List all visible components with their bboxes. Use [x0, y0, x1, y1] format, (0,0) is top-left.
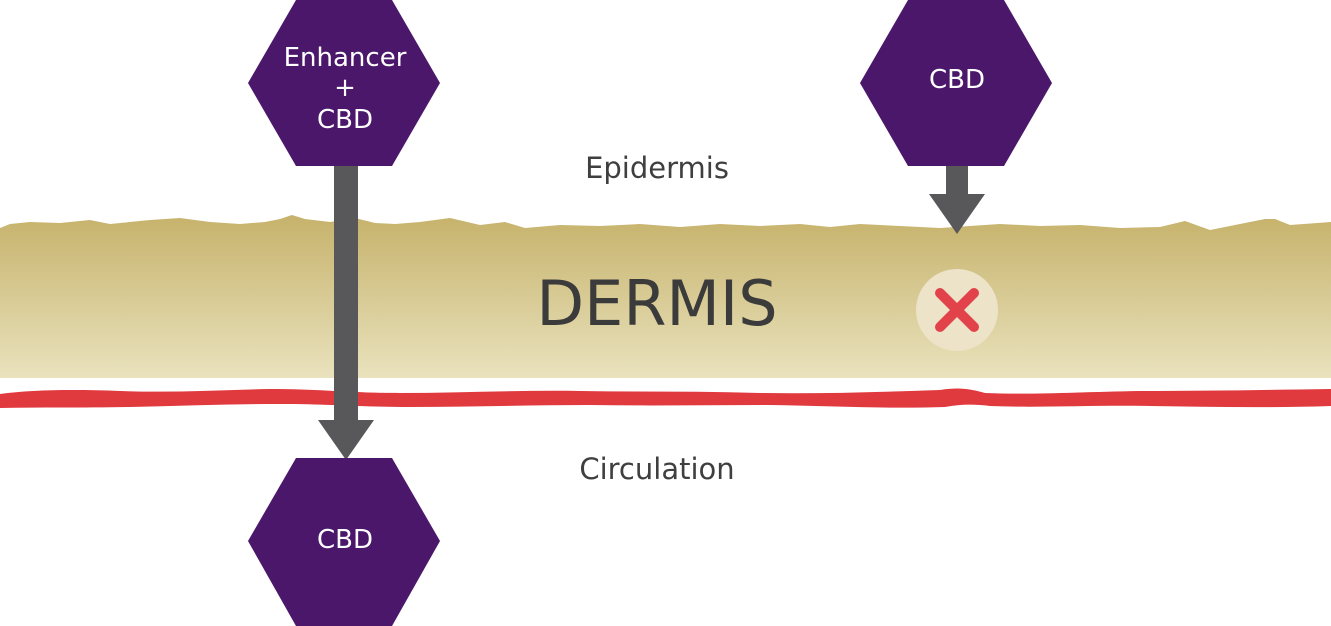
x-mark-icon [916, 269, 998, 351]
epidermis-label: Epidermis [585, 151, 729, 185]
hexagon-cbd-right: CBD [860, 0, 1052, 166]
hexagon-cbd-bottom: CBD [248, 458, 440, 626]
long-arrow-icon [318, 160, 374, 460]
hexagon-enhancer-line3: CBD [317, 105, 373, 135]
short-arrow-icon [929, 160, 985, 234]
blood-vessel [0, 388, 1331, 408]
circulation-label: Circulation [579, 452, 734, 486]
hexagon-cbd-bottom-label: CBD [317, 525, 373, 555]
hexagon-enhancer-line2: + [334, 73, 356, 103]
dermis-label: DERMIS [536, 267, 777, 340]
dermis-layer [0, 215, 1331, 378]
hexagon-cbd-right-label: CBD [929, 65, 985, 95]
hexagon-enhancer-cbd: Enhancer + CBD [248, 0, 440, 166]
hexagon-enhancer-line1: Enhancer [284, 43, 407, 73]
